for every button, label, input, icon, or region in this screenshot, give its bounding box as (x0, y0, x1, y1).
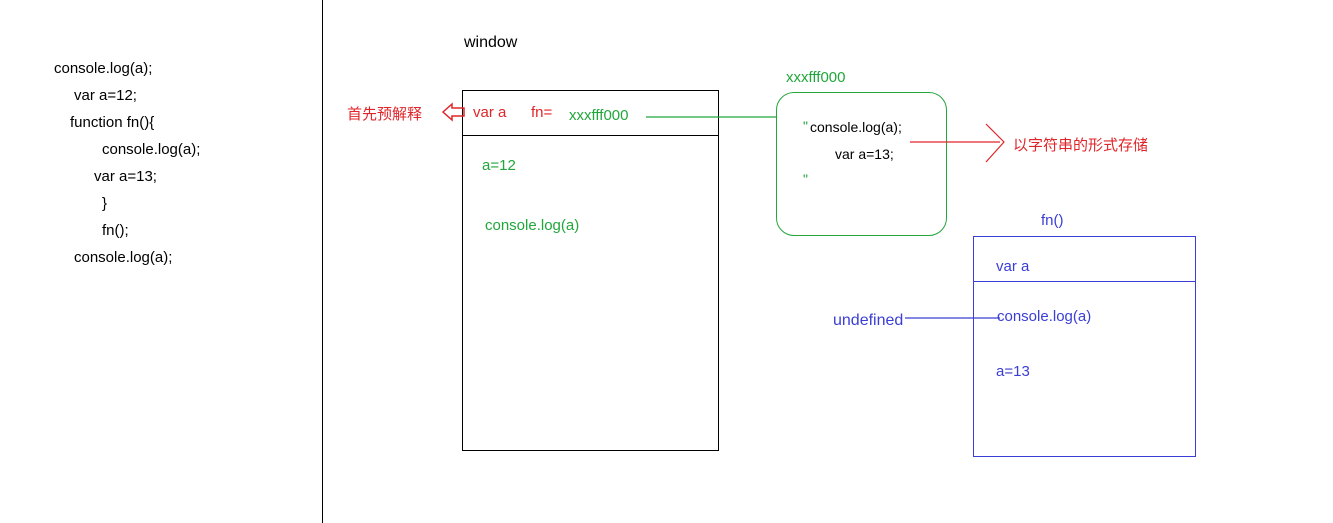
heap-box (776, 92, 947, 236)
window-assign: a=12 (482, 157, 516, 174)
fn-var-a: var a (996, 258, 1030, 275)
heap-line-2: var a=13; (835, 146, 894, 162)
heap-line-1: console.log(a); (810, 119, 902, 135)
window-fn-eq: fn= (531, 104, 553, 121)
code-line-1: console.log(a); (54, 60, 153, 77)
window-log: console.log(a) (485, 217, 580, 234)
heap-address: xxxfff000 (786, 69, 846, 86)
window-var-a: var a (473, 104, 507, 121)
heap-quote-open: " (803, 118, 808, 134)
fn-assign: a=13 (996, 363, 1030, 380)
window-fn-ref: xxxfff000 (569, 107, 629, 124)
string-storage-label: 以字符串的形式存储 (1013, 137, 1149, 154)
code-line-5: var a=13; (94, 168, 157, 185)
fn-log: console.log(a) (997, 308, 1092, 325)
window-scope-box (462, 90, 719, 451)
code-line-3: function fn(){ (70, 114, 155, 131)
undefined-output: undefined (833, 312, 904, 329)
fn-scope-box (973, 236, 1196, 457)
window-scope-divider (462, 135, 719, 136)
code-line-6: } (102, 195, 108, 212)
code-line-7: fn(); (102, 222, 129, 239)
code-line-8: console.log(a); (74, 249, 173, 266)
preinterpret-arrow-icon (441, 102, 465, 122)
fn-scope-divider (973, 281, 1196, 282)
fn-scope-title: fn() (1041, 212, 1064, 229)
code-line-2: var a=12; (74, 87, 137, 104)
preinterpret-label: 首先预解释 (347, 106, 423, 123)
heap-quote-close: " (803, 171, 808, 187)
divider-line (322, 0, 323, 523)
code-line-4: console.log(a); (102, 141, 201, 158)
storage-arrow-icon (985, 123, 1005, 163)
window-title: window (464, 34, 518, 51)
